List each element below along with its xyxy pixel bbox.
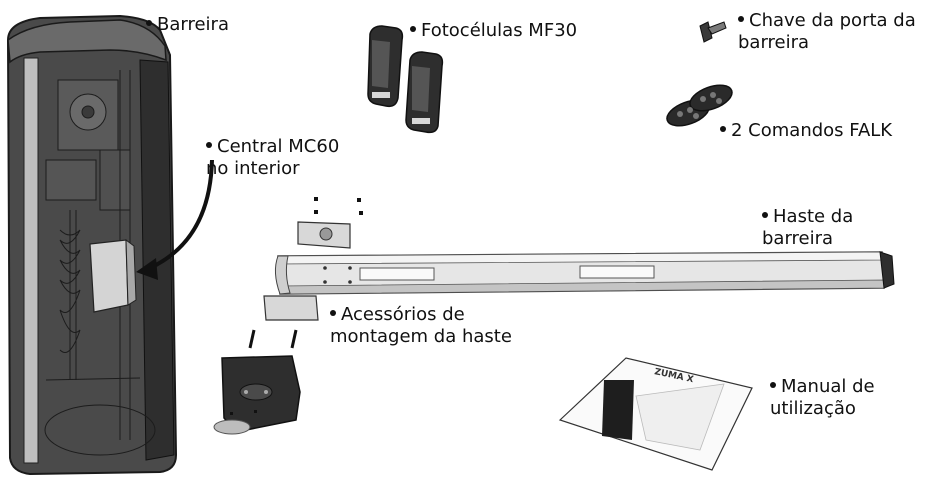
boom-mounting-accessories [213, 295, 319, 435]
door-key-illustration [699, 21, 727, 43]
label-fotocelulas: Fotocélulas MF30 [410, 20, 577, 42]
label-acessorios: Acessórios de montagem da haste [330, 304, 512, 347]
bullet-icon [770, 382, 776, 388]
label-manual: Manual de utilização [770, 376, 875, 419]
label-central: Central MC60 no interior [206, 136, 340, 179]
bullet-icon [410, 26, 416, 32]
bullet-icon [146, 20, 152, 26]
label-chave: Chave da porta da barreira [738, 10, 916, 53]
bullet-icon [738, 16, 744, 22]
label-barreira: Barreira [146, 14, 229, 36]
central-arrowhead [136, 258, 158, 280]
remote-controls-illustration [666, 84, 733, 127]
photocells-illustration [367, 25, 444, 134]
bullet-icon [330, 310, 336, 316]
bullet-icon [720, 126, 726, 132]
bullet-icon [206, 142, 212, 148]
central-pointer-arrow [149, 159, 214, 270]
user-manual-illustration: ZUMA X [558, 357, 753, 471]
label-haste: Haste da barreira [762, 206, 854, 249]
boom-mounting-plate-top [297, 197, 363, 249]
boom-arm-illustration [274, 251, 895, 295]
label-comandos: 2 Comandos FALK [720, 120, 892, 142]
bullet-icon [762, 212, 768, 218]
barrier-cabinet-illustration [6, 14, 178, 476]
